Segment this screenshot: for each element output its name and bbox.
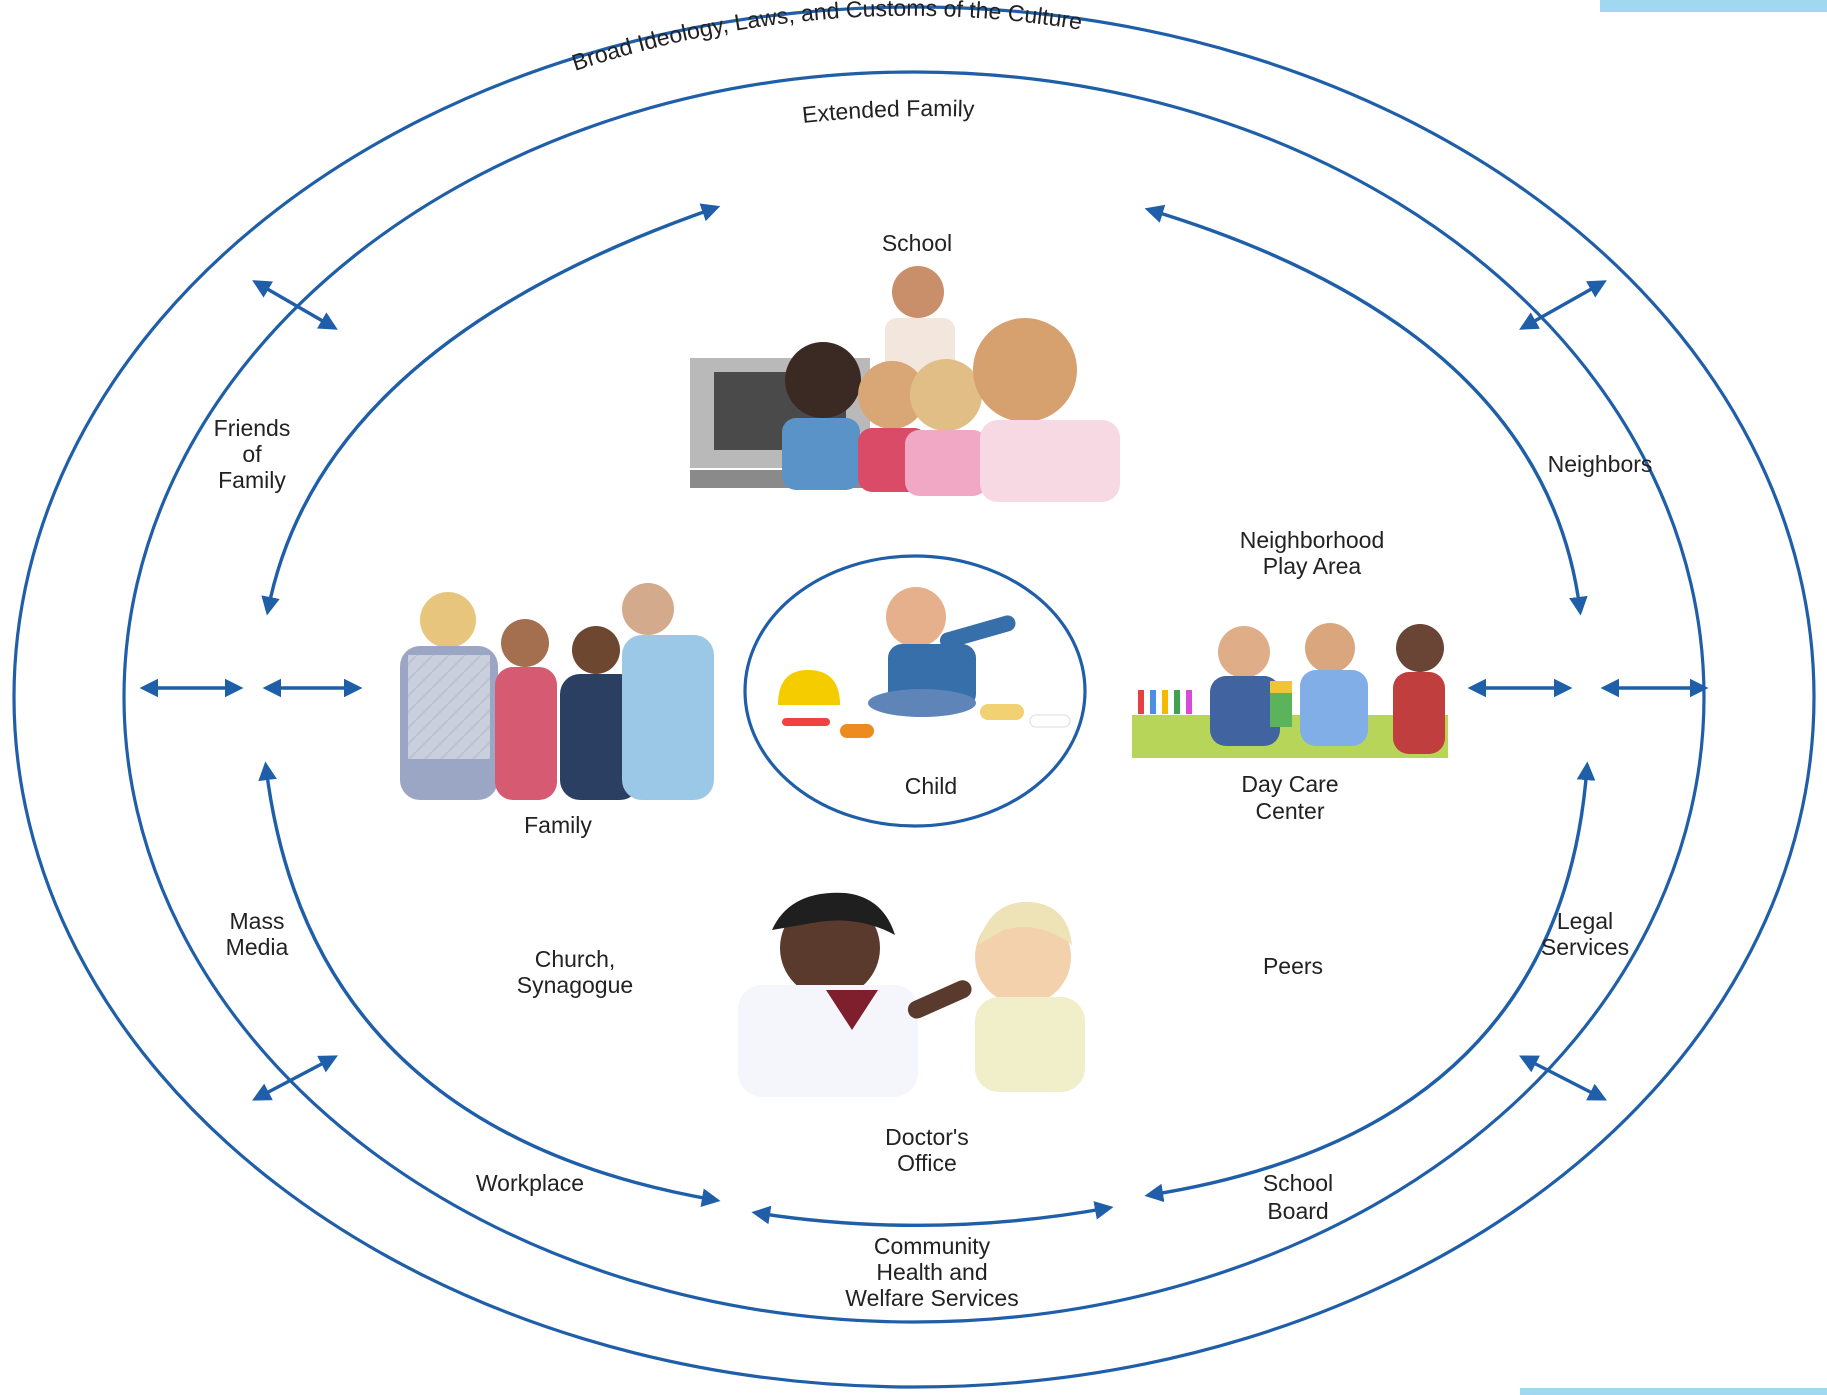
- community-label-line2: Health and: [876, 1259, 987, 1285]
- mass-media-label-line2: Media: [226, 934, 289, 960]
- community-label-line3: Welfare Services: [845, 1285, 1018, 1311]
- outer-ring-label: Broad Ideology, Laws, and Customs of the…: [569, 0, 1084, 76]
- curved-arrow-daycare-community: [1144, 761, 1596, 1203]
- neighbors-label: Neighbors: [1548, 451, 1653, 477]
- daycare-photo: [1130, 623, 1448, 758]
- friends-label-line2: of: [242, 441, 262, 467]
- church-label-line2: Synagogue: [517, 972, 633, 998]
- daycare-label-line2: Center: [1255, 798, 1324, 824]
- doctor-label-line1: Doctor's: [885, 1124, 969, 1150]
- workplace-label: Workplace: [476, 1170, 584, 1196]
- top-right-accent: [1600, 0, 1827, 12]
- bottom-right-accent: [1520, 1388, 1827, 1395]
- outer-culture-ring: [12, 5, 1816, 1389]
- peers-label: Peers: [1263, 953, 1323, 979]
- neighborhood-label-line2: Play Area: [1263, 553, 1362, 579]
- legal-services-label-line2: Services: [1541, 934, 1629, 960]
- arrow-legal-services: [1519, 1055, 1607, 1101]
- extended-family-label: Extended Family: [801, 95, 975, 128]
- arrow-mass-media: [252, 1055, 338, 1101]
- church-label-line1: Church,: [535, 946, 616, 972]
- doctor-photo: [735, 892, 1117, 1097]
- arrow-friends: [252, 280, 338, 330]
- friends-label-line1: Friends: [214, 415, 291, 441]
- school-photo: [688, 262, 1140, 502]
- school-board-label-line2: Board: [1267, 1198, 1328, 1224]
- curved-arrow-school-family: [261, 203, 721, 616]
- arrow-neighbors: [1519, 280, 1607, 330]
- family-photo: [392, 583, 717, 800]
- doctor-label-line2: Office: [897, 1150, 957, 1176]
- school-label: School: [882, 230, 952, 256]
- community-label-line1: Community: [874, 1233, 991, 1259]
- curved-arrow-family-community: [258, 761, 721, 1207]
- daycare-label-line1: Day Care: [1241, 771, 1338, 797]
- legal-services-label-line1: Legal: [1557, 908, 1613, 934]
- child-ring: [743, 554, 1087, 828]
- curved-arrow-school-neighborhood: [1144, 204, 1588, 616]
- mass-media-label-line1: Mass: [230, 908, 285, 934]
- friends-label-line3: Family: [218, 467, 286, 493]
- neighborhood-label-line1: Neighborhood: [1240, 527, 1385, 553]
- family-label: Family: [524, 812, 592, 838]
- curved-arrow-bottom: [751, 1201, 1114, 1228]
- child-photo: [778, 587, 1071, 738]
- child-label: Child: [905, 773, 957, 799]
- school-board-label-line1: School: [1263, 1170, 1333, 1196]
